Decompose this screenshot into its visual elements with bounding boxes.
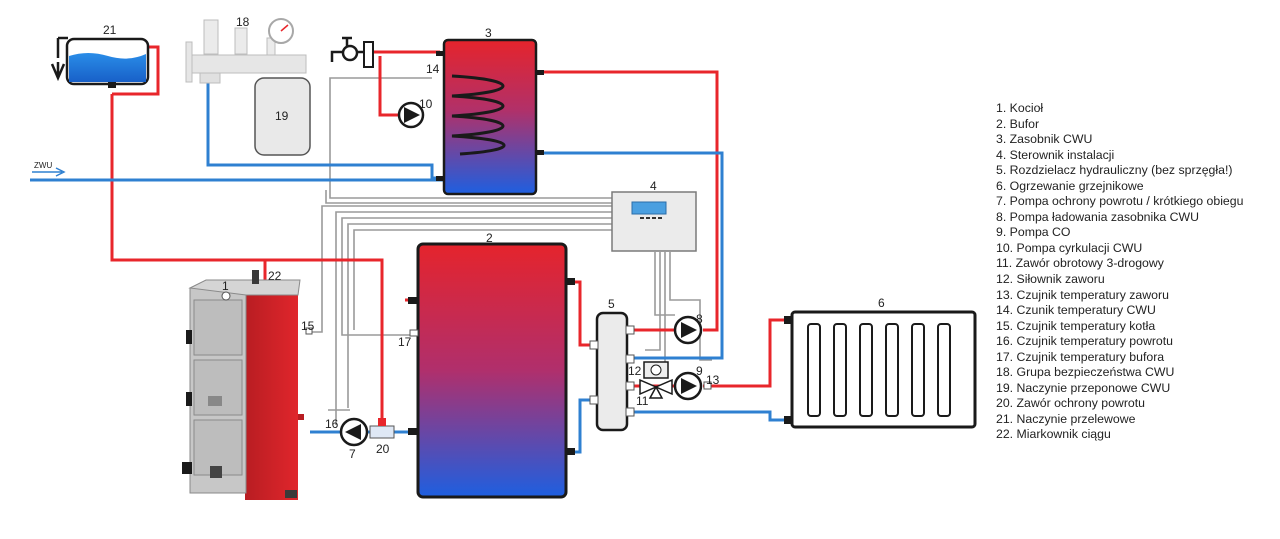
label-19: 19 (275, 109, 289, 123)
legend-item: 1. Kocioł (996, 101, 1044, 115)
radiator (784, 310, 977, 429)
dhw-tank (436, 38, 544, 196)
label-17: 17 (398, 335, 412, 349)
label-4: 4 (650, 179, 657, 193)
label-2: 2 (486, 231, 493, 245)
label-18: 18 (236, 15, 250, 29)
buffer-tank (408, 242, 575, 499)
legend-item: 22. Miarkownik ciągu (996, 427, 1111, 442)
expansion-vessel (254, 77, 311, 156)
three-way-valve (639, 361, 673, 399)
label-21: 21 (103, 23, 117, 37)
legend-item: 21. Naczynie przelewowe (996, 411, 1136, 426)
label-inlet: ZWU (34, 161, 52, 170)
legend-item: 2. Bufor (996, 116, 1040, 131)
legend-item: 9. Pompa CO (996, 225, 1071, 240)
legend: 1. Kocioł 2. Bufor 3. Zasobnik CWU 4. St… (996, 101, 1243, 443)
dhw-loading-pump (673, 315, 703, 345)
legend-item: 12. Siłownik zaworu (996, 272, 1105, 287)
return-pipes (30, 82, 790, 454)
label-3: 3 (485, 26, 492, 40)
legend-item: 11. Zawór obrotowy 3-drogowy (996, 256, 1164, 271)
legend-item: 19. Naczynie przeponowe CWU (996, 380, 1171, 395)
legend-item: 20. Zawór ochrony powrotu (996, 396, 1146, 411)
label-14: 14 (426, 62, 440, 76)
boiler (182, 270, 313, 500)
legend-item: 10. Pompa cyrkulacji CWU (996, 240, 1143, 255)
legend-item: 3. Zasobnik CWU (996, 132, 1093, 147)
number-labels: 21 18 19 3 14 10 ZWU 4 2 1 22 15 17 5 8 … (34, 15, 885, 461)
heating-pump (673, 371, 712, 401)
circulation-pump (397, 101, 425, 129)
label-15: 15 (301, 319, 315, 333)
label-11: 11 (636, 394, 649, 408)
label-8: 8 (696, 312, 703, 326)
legend-item: 5. Rozdzielacz hydrauliczny (bez sprzęgł… (996, 163, 1233, 178)
label-16: 16 (325, 417, 339, 431)
legend-item: 6. Ogrzewanie grzejnikowe (996, 178, 1144, 193)
label-13: 13 (706, 373, 720, 387)
water-tap-icon (330, 36, 374, 68)
signal-cables (310, 77, 712, 425)
label-20: 20 (376, 442, 390, 456)
legend-item: 15. Czujnik temperatury kotła (996, 318, 1156, 333)
inlet-arrow-icon (32, 167, 66, 177)
legend-item: 17. Czujnik temperatury bufora (996, 349, 1165, 364)
safety-group (185, 18, 307, 84)
label-22: 22 (268, 269, 282, 283)
label-10: 10 (419, 97, 433, 111)
return-protection-pump (339, 417, 369, 447)
controller (611, 191, 697, 252)
legend-item: 18. Grupa bezpieczeństwa CWU (996, 365, 1175, 380)
legend-item: 4. Sterownik instalacji (996, 147, 1115, 162)
label-12: 12 (628, 364, 642, 378)
label-9: 9 (696, 364, 703, 378)
legend-item: 8. Pompa ładowania zasobnika CWU (996, 209, 1200, 224)
hydraulic-manifold (589, 311, 635, 432)
label-6: 6 (878, 296, 885, 310)
legend-item: 14. Czunik temperatury CWU (996, 303, 1156, 318)
overflow-vessel (50, 36, 150, 88)
label-7: 7 (349, 447, 356, 461)
label-1: 1 (222, 279, 229, 293)
return-protection-valve (369, 418, 395, 439)
legend-item: 7. Pompa ochrony powrotu / krótkiego obi… (996, 194, 1244, 209)
legend-item: 16. Czujnik temperatury powrotu (996, 334, 1174, 349)
label-5: 5 (608, 297, 615, 311)
legend-item: 13. Czujnik temperatury zaworu (996, 287, 1169, 302)
